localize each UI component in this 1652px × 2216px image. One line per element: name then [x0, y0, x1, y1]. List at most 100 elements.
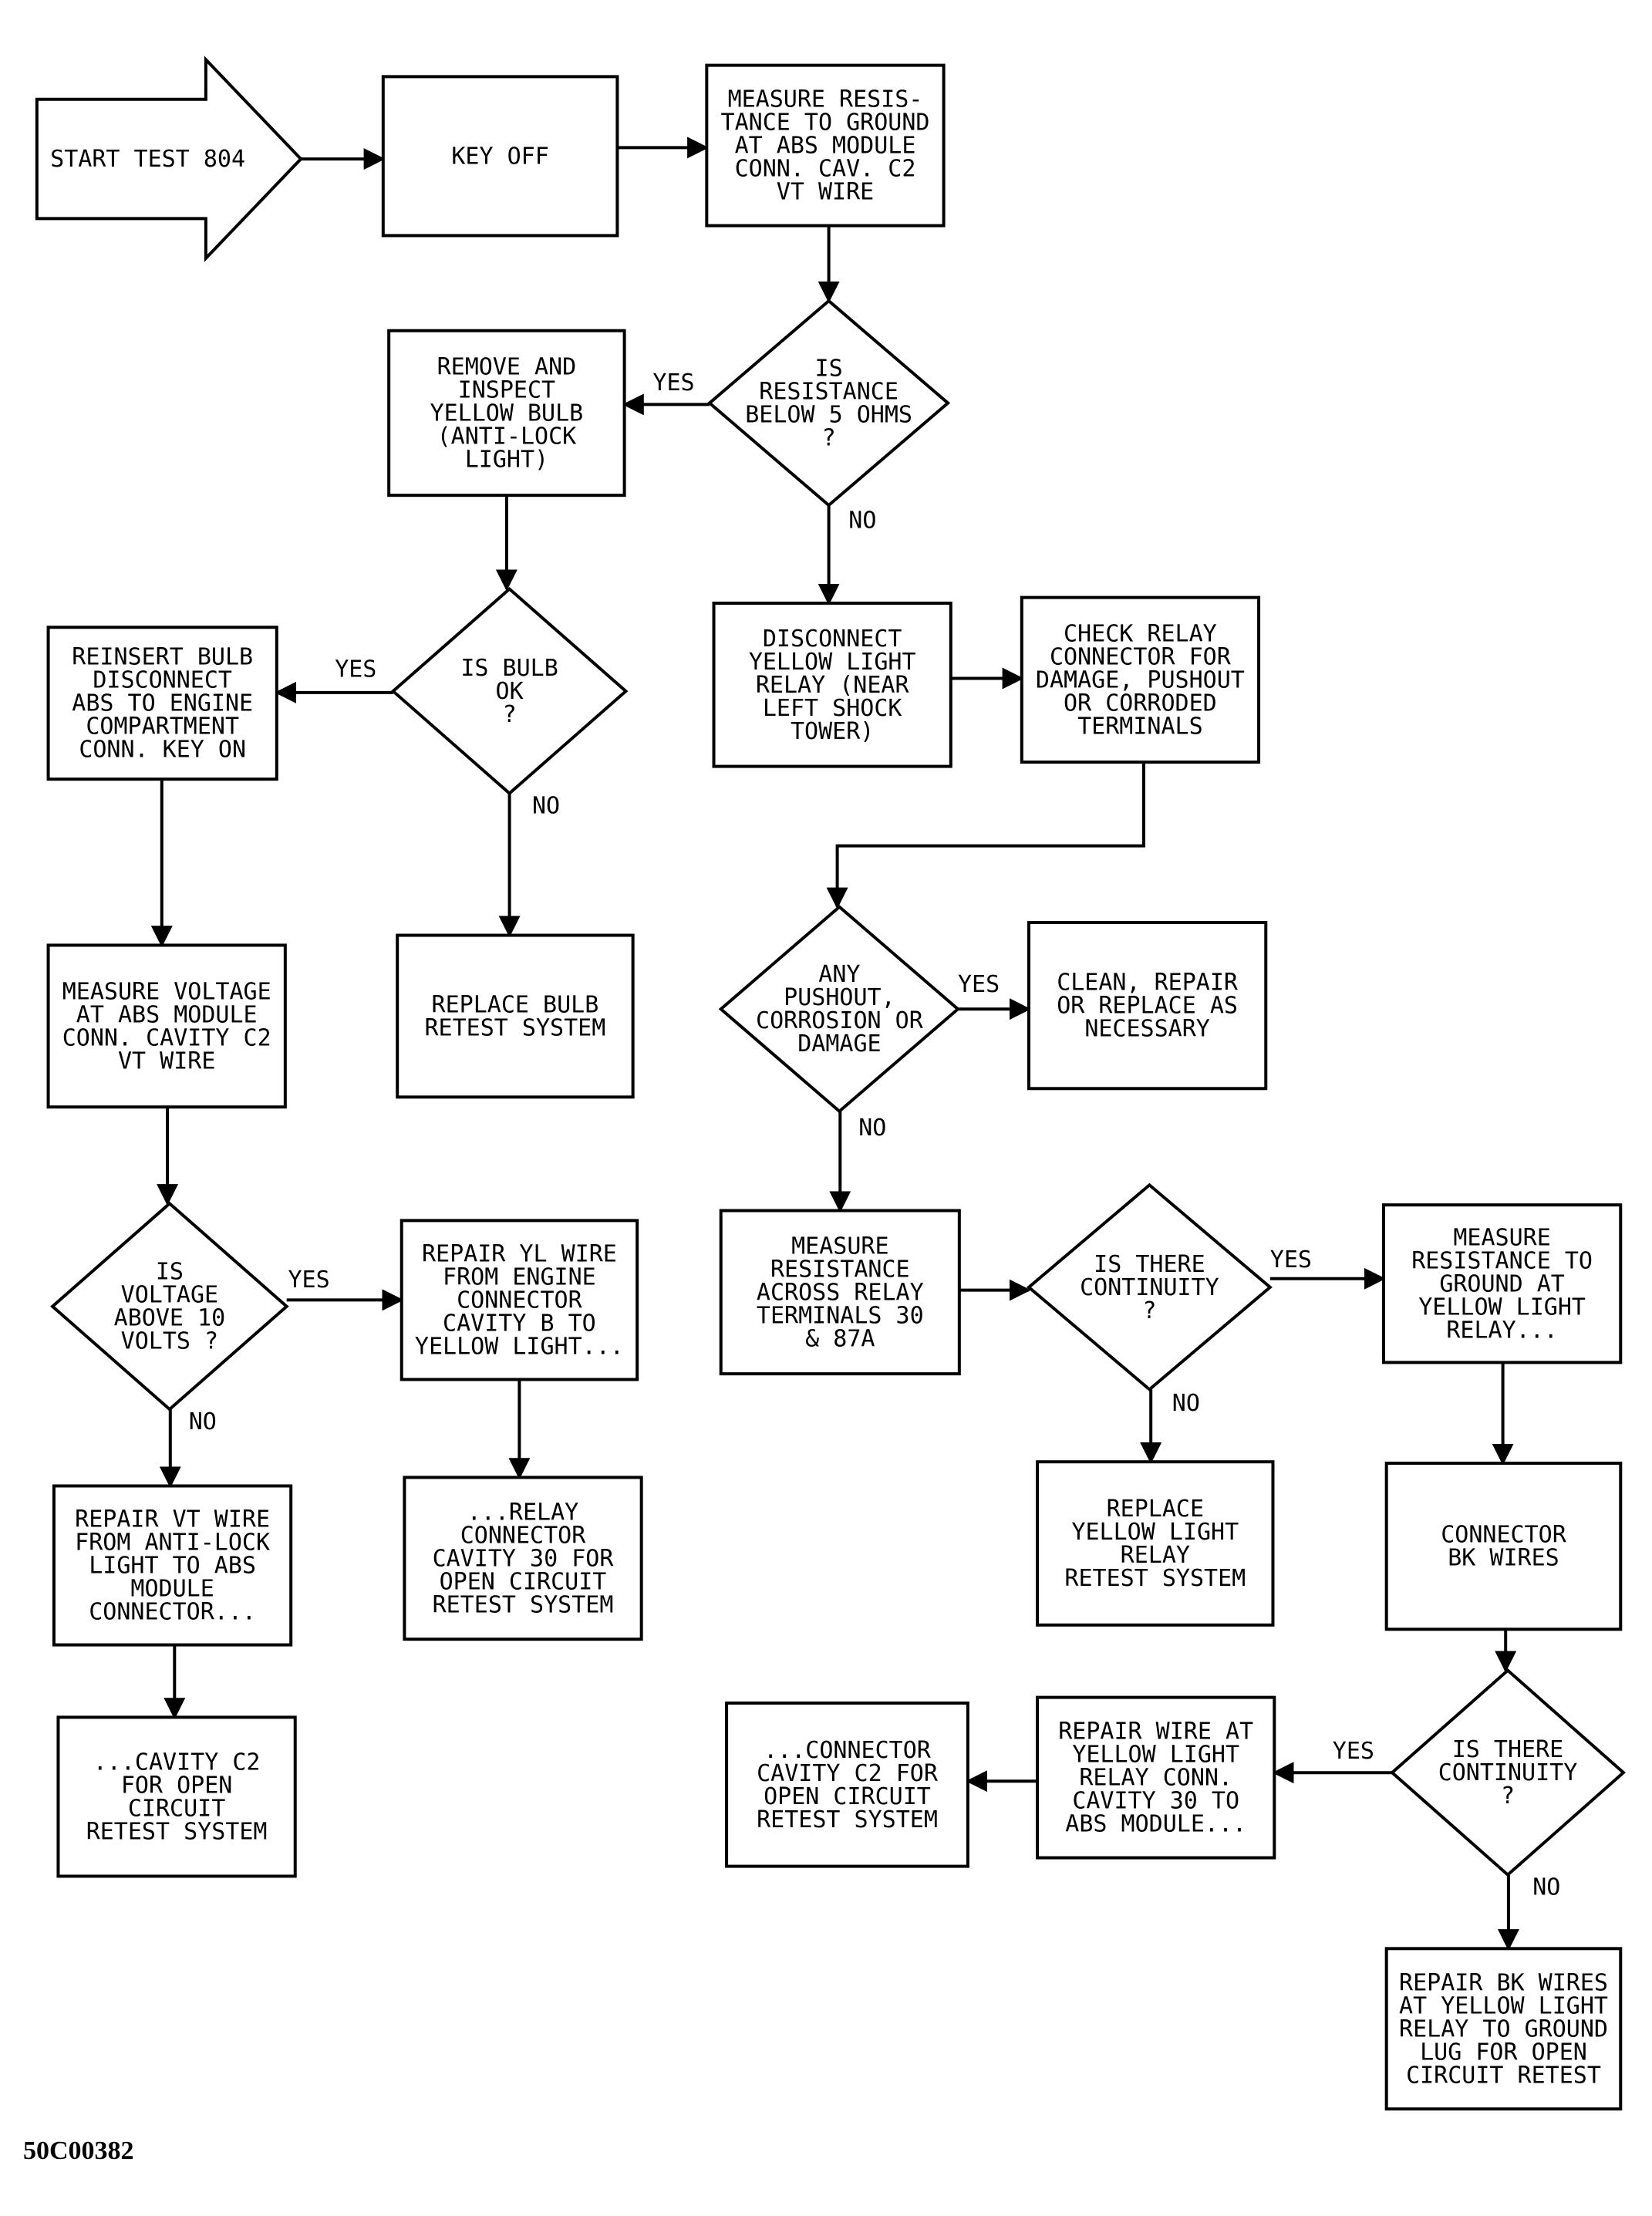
- node-text-line: NECESSARY: [1084, 1016, 1210, 1043]
- node-text-line: DAMAGE, PUSHOUT: [1036, 666, 1245, 693]
- node-text-line: VOLTAGE: [121, 1282, 218, 1309]
- node-text-line: CONTINUITY: [1080, 1274, 1219, 1301]
- process-box: [387, 329, 626, 498]
- start-arrow-shape: [35, 56, 303, 262]
- node-text-line: REPLACE: [1107, 1496, 1204, 1523]
- node-text-line: CONNECTOR...: [89, 1599, 256, 1626]
- node-text-line: RELAY CONN.: [1079, 1765, 1232, 1792]
- node-text-line: CONTINUITY: [1438, 1759, 1578, 1786]
- node-text-line: MEASURE RESIS-: [728, 86, 923, 113]
- node-text-line: TOWER): [791, 718, 874, 745]
- node-key-off: KEY OFF: [381, 75, 619, 238]
- process-box: [1382, 1203, 1623, 1364]
- decision-diamond: [706, 299, 951, 508]
- process-box: [1036, 1695, 1276, 1860]
- node-text-line: PUSHOUT,: [784, 984, 895, 1011]
- node-text-line: RETEST SYSTEM: [424, 1014, 605, 1041]
- node-text-line: ACROSS RELAY: [757, 1279, 924, 1306]
- process-box: [403, 1476, 643, 1641]
- node-text-line: CAVITY 30 TO: [1072, 1788, 1239, 1815]
- process-box: [719, 1209, 961, 1376]
- node-text-line: MEASURE: [791, 1233, 888, 1260]
- node-text-line: RETEST SYSTEM: [86, 1818, 268, 1845]
- node-text-line: REMOVE AND: [437, 353, 577, 380]
- node-text-line: AT ABS MODULE: [76, 1001, 258, 1028]
- node-text-line: AT ABS MODULE: [735, 133, 916, 160]
- node-text-line: FROM ANTI-LOCK: [75, 1530, 270, 1557]
- node-text-line: YELLOW LIGHT: [1072, 1742, 1239, 1769]
- node-text-line: CAVITY B TO: [443, 1310, 596, 1337]
- node-text-line: RESISTANCE: [770, 1256, 910, 1283]
- process-box: [712, 602, 952, 768]
- node-text-line: DAMAGE: [797, 1030, 881, 1057]
- edge-label-voltage-yes: YES: [288, 1267, 330, 1294]
- edge-label-voltage-no: NO: [189, 1408, 217, 1435]
- process-box: [56, 1715, 297, 1878]
- process-box: [1020, 595, 1261, 764]
- node-text-line: LIGHT): [465, 446, 548, 473]
- node-text-line: ?: [1142, 1297, 1156, 1324]
- node-text-line: ...CONNECTOR: [764, 1737, 932, 1764]
- node-text-line: RELAY...: [1446, 1317, 1558, 1344]
- node-text-line: RESISTANCE TO: [1411, 1247, 1593, 1274]
- node-text-line: BELOW 5 OHMS: [745, 402, 912, 429]
- node-text-line: ABS TO ENGINE: [72, 690, 253, 717]
- edge-label-cont1-no: NO: [1172, 1390, 1200, 1417]
- node-text-line: TERMINALS 30: [757, 1302, 924, 1329]
- node-text-line: YELLOW LIGHT: [1418, 1294, 1586, 1320]
- node-text-line: CONN. CAVITY C2: [62, 1024, 271, 1051]
- node-text-line: CONNECTOR: [457, 1287, 582, 1314]
- node-text-line: RELAY TO GROUND: [1399, 2015, 1608, 2042]
- node-text-line: YELLOW LIGHT: [1071, 1519, 1239, 1546]
- node-text-line: VOLTS ?: [121, 1328, 218, 1355]
- node-text-line: DISCONNECT: [763, 626, 902, 653]
- node-text-line: ...CAVITY C2: [93, 1749, 261, 1776]
- process-box: [381, 75, 619, 238]
- node-text-line: RETEST SYSTEM: [433, 1591, 614, 1618]
- node-text-line: RETEST SYSTEM: [757, 1806, 938, 1833]
- figure-code: 50C00382: [23, 2137, 134, 2165]
- node-text-line: CONNECTOR FOR: [1050, 643, 1232, 670]
- node-text-line: CIRCUIT RETEST: [1406, 2062, 1601, 2089]
- node-text-line: CHECK RELAY: [1064, 620, 1217, 647]
- process-box: [725, 1702, 969, 1868]
- node-text-line: CORROSION OR: [756, 1007, 924, 1034]
- process-box: [46, 626, 278, 781]
- node-text-line: CIRCUIT: [128, 1795, 225, 1822]
- edge-label-res-yes: YES: [652, 369, 694, 396]
- node-text-line: ABOVE 10: [114, 1305, 226, 1332]
- node-text-line: CLEAN, REPAIR: [1057, 970, 1239, 997]
- node-text-line: GROUND AT: [1439, 1270, 1565, 1297]
- node-text-line: ABS MODULE...: [1065, 1811, 1246, 1838]
- node-text-line: MEASURE: [1453, 1224, 1550, 1251]
- edge-label-cont1-yes: YES: [1270, 1246, 1312, 1273]
- edge-label-bulb-yes: YES: [335, 656, 376, 683]
- node-text-line: BK WIRES: [1448, 1545, 1559, 1572]
- decision-diamond: [390, 586, 629, 796]
- node-text-line: IS THERE: [1094, 1251, 1205, 1278]
- node-text-line: CONNECTOR: [460, 1522, 586, 1549]
- edge-label-cont2-no: NO: [1532, 1874, 1560, 1901]
- node-text-line: REPLACE BULB: [432, 991, 599, 1018]
- node-text-line: CONN. KEY ON: [79, 737, 246, 764]
- node-text-line: YELLOW LIGHT...: [415, 1333, 624, 1360]
- node-text-line: LUG FOR OPEN: [1420, 2039, 1587, 2066]
- edge-label-bulb-no: NO: [532, 792, 560, 819]
- node-text-line: START TEST 804: [50, 146, 245, 173]
- node-text-line: REPAIR WIRE AT: [1058, 1718, 1253, 1745]
- process-box: [1384, 1947, 1623, 2111]
